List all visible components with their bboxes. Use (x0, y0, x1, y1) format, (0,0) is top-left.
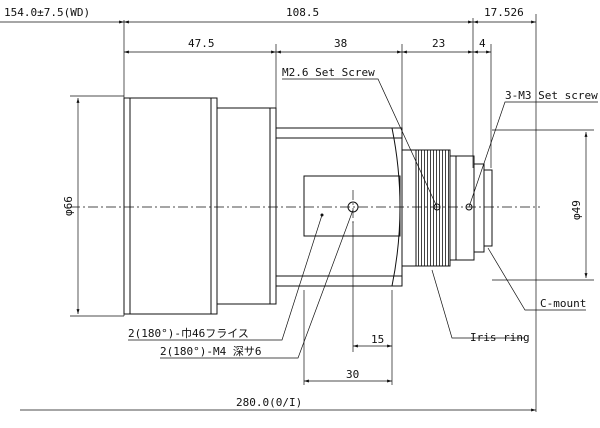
lens-body (123, 97, 493, 315)
c-mount-callout: C-mount (540, 297, 586, 310)
housing-length-label: 108.5 (286, 6, 319, 19)
m3-screw-callout: 3-M3 Set screw (505, 89, 598, 102)
set-screw-callout: M2.6 Set Screw (282, 66, 375, 79)
centerlines (70, 190, 540, 224)
flange-label: 17.526 (484, 6, 524, 19)
callout-labels: M2.6 Set Screw 3-M3 Set screw 2(180°)-巾4… (128, 66, 598, 358)
wd-label: 154.0±7.5(WD) (4, 6, 90, 19)
mount-diameter-label: φ49 (570, 200, 583, 220)
dim-4-label: 4 (479, 37, 486, 50)
dim-47-5-label: 47.5 (188, 37, 215, 50)
iris-ring-callout: Iris ring (470, 331, 530, 344)
tapped-hole-callout: 2(180°)-M4 深サ6 (160, 345, 261, 358)
dim-38-label: 38 (334, 37, 347, 50)
dimension-lines (0, 20, 588, 412)
flats-callout: 2(180°)-巾46フライス (128, 326, 249, 340)
leader-lines (128, 78, 598, 359)
screw-holes (320, 201, 473, 217)
total-length-label: 280.0(0/I) (236, 396, 302, 409)
outer-diameter-label: φ66 (62, 196, 75, 216)
dimension-labels: 154.0±7.5(WD) 108.5 17.526 47.5 38 23 4 … (4, 6, 583, 409)
dim-23-label: 23 (432, 37, 445, 50)
flat-length-label: 30 (346, 368, 359, 381)
hole-position-label: 15 (371, 333, 384, 346)
